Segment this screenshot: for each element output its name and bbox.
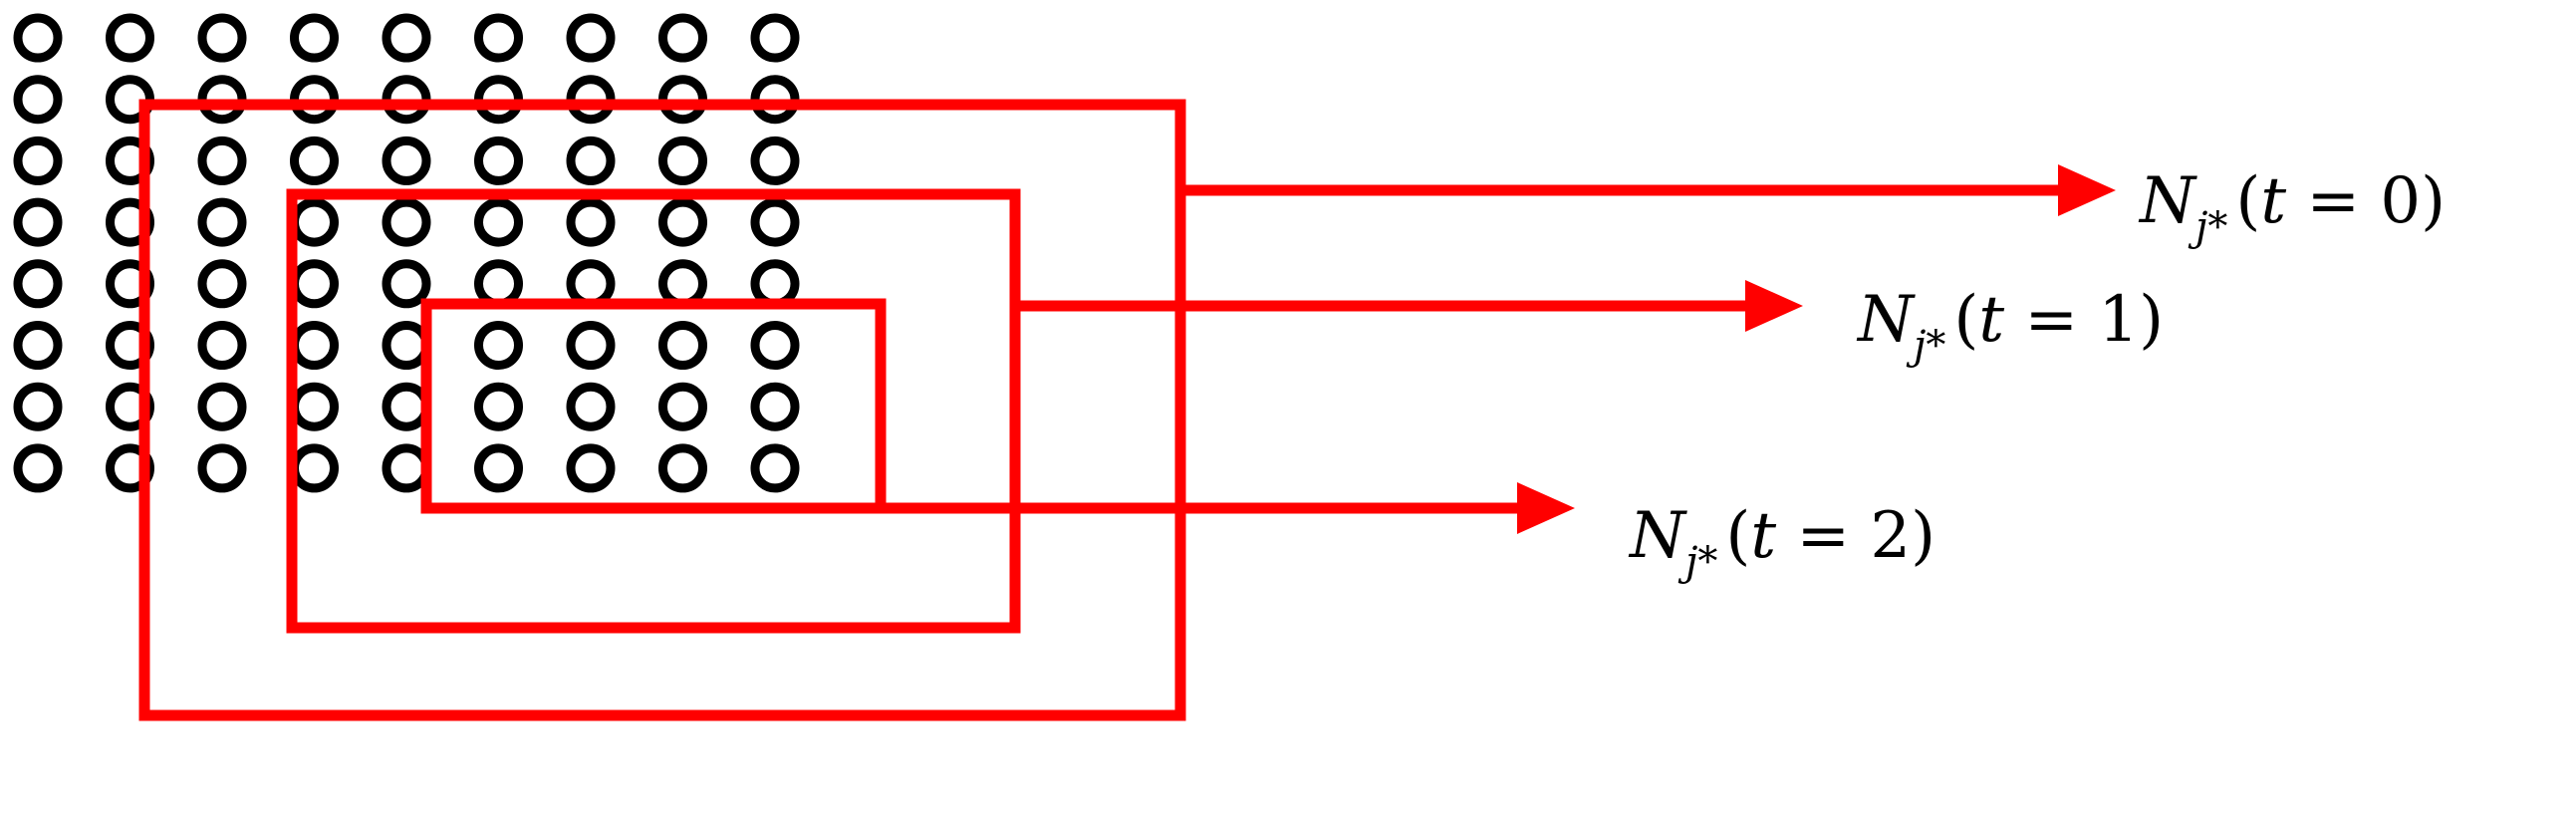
neuron-node — [197, 321, 247, 370]
neuron-node — [290, 382, 339, 431]
neuron-node — [750, 443, 800, 493]
neuron-grid — [13, 13, 800, 493]
neuron-node — [382, 13, 431, 63]
neuron-node — [382, 136, 431, 185]
neuron-node — [197, 382, 247, 431]
neuron-node — [658, 321, 707, 370]
neuron-node — [197, 136, 247, 185]
neuron-node — [197, 443, 247, 493]
neuron-node — [750, 13, 800, 63]
neuron-node — [474, 443, 523, 493]
neuron-node — [13, 197, 63, 247]
neuron-node — [197, 259, 247, 309]
neuron-node — [750, 197, 800, 247]
neighborhood-label-t2: Nj*(t = 2) — [1628, 499, 1935, 585]
neuron-node — [474, 136, 523, 185]
neighborhood-box-t1 — [286, 188, 1021, 634]
neuron-node — [750, 382, 800, 431]
neuron-node — [382, 382, 431, 431]
neuron-node — [658, 136, 707, 185]
neuron-node — [750, 321, 800, 370]
neuron-node — [382, 197, 431, 247]
neuron-node — [566, 136, 616, 185]
neuron-node — [13, 136, 63, 185]
neuron-node — [474, 197, 523, 247]
neuron-node — [106, 13, 154, 63]
neuron-node — [474, 382, 523, 431]
neuron-node — [290, 443, 339, 493]
neuron-node — [658, 13, 707, 63]
neuron-node — [13, 259, 63, 309]
neuron-node — [13, 443, 63, 493]
neuron-node — [382, 321, 431, 370]
neuron-node — [566, 197, 616, 247]
neuron-node — [566, 259, 616, 309]
neuron-node — [13, 382, 63, 431]
neuron-node — [474, 321, 523, 370]
neuron-node — [290, 13, 339, 63]
arrow-head-t1 — [1745, 280, 1803, 332]
neuron-node — [13, 75, 63, 125]
neuron-node — [750, 136, 800, 185]
neuron-node — [290, 197, 339, 247]
arrow-head-t0 — [2058, 164, 2116, 216]
neuron-node — [566, 443, 616, 493]
neuron-node — [290, 321, 339, 370]
neuron-node — [566, 382, 616, 431]
neuron-node — [474, 259, 523, 309]
neuron-node — [658, 259, 707, 309]
neighborhood-label-t0: Nj*(t = 0) — [2138, 164, 2446, 250]
neighborhood-box-t2 — [420, 298, 887, 514]
neuron-node — [13, 321, 63, 370]
neuron-node — [382, 259, 431, 309]
neuron-node — [566, 321, 616, 370]
neuron-node — [197, 13, 247, 63]
neuron-node — [290, 136, 339, 185]
arrow-head-t2 — [1517, 482, 1575, 534]
neighborhood-box-t0 — [138, 99, 1186, 721]
neuron-node — [750, 259, 800, 309]
neighborhood-label-t1: Nj*(t = 1) — [1856, 283, 2164, 369]
neuron-node — [290, 259, 339, 309]
neighborhood-labels: Nj*(t = 0) Nj*(t = 1) Nj*(t = 2) — [1628, 164, 2446, 585]
neuron-node — [474, 13, 523, 63]
neuron-node — [658, 197, 707, 247]
neuron-node — [658, 443, 707, 493]
neuron-node — [658, 382, 707, 431]
neuron-node — [566, 13, 616, 63]
neighborhood-boxes — [138, 99, 2116, 721]
neuron-node — [382, 443, 431, 493]
neuron-node — [13, 13, 63, 63]
neuron-node — [197, 197, 247, 247]
